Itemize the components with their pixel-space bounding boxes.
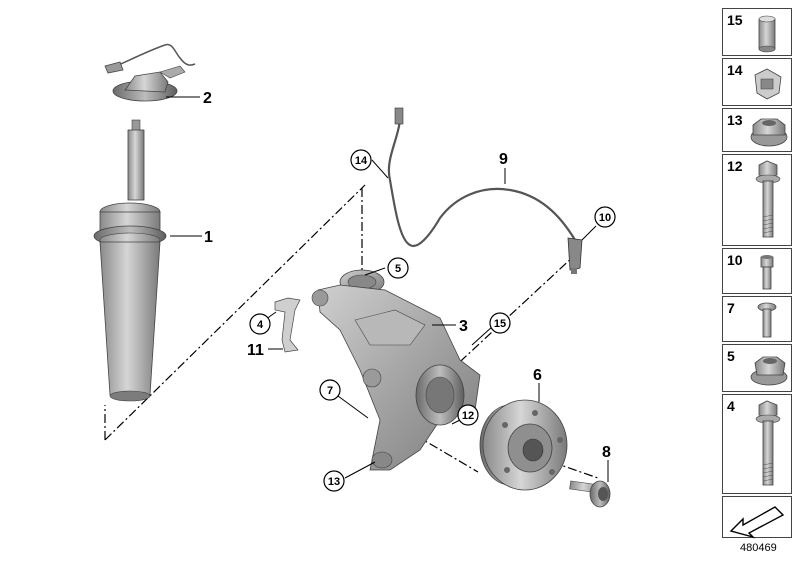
legend-num: 13 bbox=[727, 112, 743, 128]
circled-callouts: 14 5 10 15 4 7 12 13 bbox=[249, 149, 616, 492]
callout-3: 3 bbox=[459, 318, 468, 335]
callout-12: 12 bbox=[462, 410, 474, 422]
speed-sensor bbox=[387, 107, 583, 274]
callout-10: 10 bbox=[599, 212, 611, 224]
document-number: 480469 bbox=[740, 542, 777, 554]
flange-nut-icon bbox=[750, 356, 788, 386]
hex-bolt-icon bbox=[755, 400, 781, 486]
legend-item-5: 5 bbox=[722, 344, 792, 392]
legend-item-10: 10 bbox=[722, 248, 792, 294]
callout-11: 11 bbox=[247, 342, 264, 359]
socket-screw-icon bbox=[760, 255, 774, 290]
callout-2: 2 bbox=[203, 90, 212, 107]
legend-item-7: 7 bbox=[722, 296, 792, 342]
hex-bolt-long-icon bbox=[755, 160, 781, 238]
wheel-hub bbox=[479, 399, 568, 491]
direction-arrow-box bbox=[722, 496, 792, 539]
top-mount bbox=[104, 43, 196, 102]
callout-5: 5 bbox=[395, 263, 401, 275]
legend-num: 14 bbox=[727, 62, 743, 78]
callout-7: 7 bbox=[327, 385, 333, 397]
legend-item-14: 14 bbox=[722, 58, 792, 106]
callout-4: 4 bbox=[257, 319, 264, 331]
collar-nut-icon bbox=[750, 118, 788, 147]
legend-num: 12 bbox=[727, 158, 743, 174]
callout-1: 1 bbox=[204, 229, 213, 246]
arrow-icon bbox=[729, 506, 785, 539]
legend-item-15: 15 bbox=[722, 8, 792, 56]
legend-num: 7 bbox=[727, 300, 735, 316]
legend-item-12: 12 bbox=[722, 154, 792, 246]
clamp-icon bbox=[754, 68, 782, 100]
leader-lines bbox=[166, 96, 609, 482]
hub-bolt bbox=[569, 480, 611, 508]
callout-13: 13 bbox=[328, 476, 340, 488]
legend-num: 5 bbox=[727, 348, 735, 364]
legend-item-13: 13 bbox=[722, 108, 792, 152]
sleeve-icon bbox=[758, 15, 776, 53]
legend-num: 10 bbox=[727, 252, 743, 268]
callout-15: 15 bbox=[494, 318, 506, 330]
steering-knuckle bbox=[311, 269, 481, 471]
callout-9: 9 bbox=[499, 151, 508, 168]
callout-14: 14 bbox=[355, 155, 368, 167]
legend-num: 4 bbox=[727, 398, 735, 414]
cable-bracket bbox=[274, 297, 301, 353]
torx-bolt-icon bbox=[757, 302, 777, 338]
legend-num: 15 bbox=[727, 12, 743, 28]
callout-8: 8 bbox=[602, 444, 611, 461]
shock-strut bbox=[93, 119, 167, 402]
callout-6: 6 bbox=[533, 367, 542, 384]
legend-item-4: 4 bbox=[722, 394, 792, 494]
